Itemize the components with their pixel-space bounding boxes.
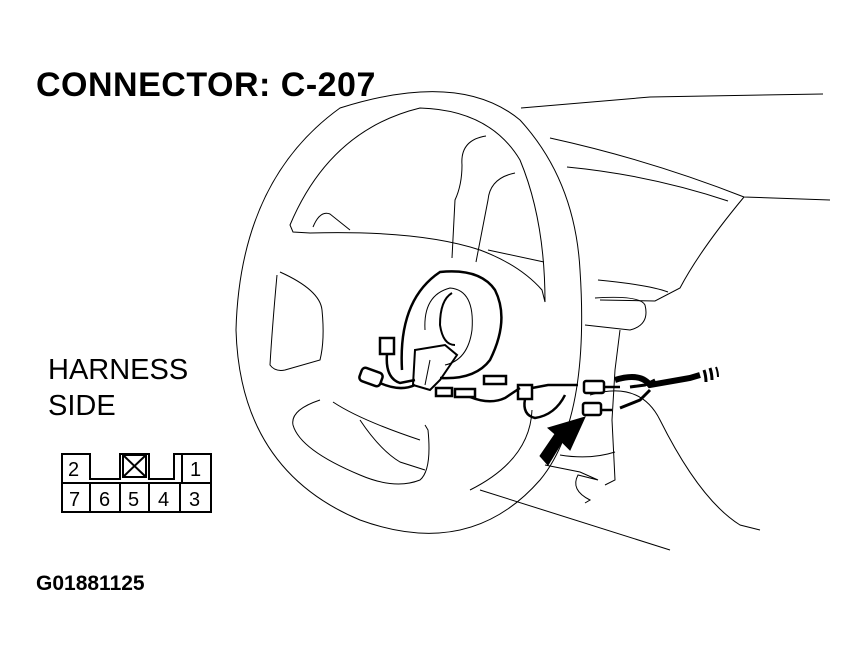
pin-2-label: 2 — [68, 459, 80, 481]
pin-7-label: 7 — [69, 489, 81, 511]
pin-1-label: 1 — [190, 459, 202, 481]
harness-label-line1: HARNESS — [48, 354, 189, 386]
wiring-harness — [358, 336, 719, 420]
locator-arrow — [539, 416, 586, 466]
pin-6-label: 6 — [99, 489, 111, 511]
instrument-panel-outline — [479, 93, 831, 551]
steering-wheel — [235, 91, 583, 534]
connector-face-outline — [61, 453, 212, 513]
harness-label-line2: SIDE — [48, 390, 116, 422]
pin-5-label: 5 — [128, 489, 140, 511]
harness-side-label: HARNESS SIDE — [48, 352, 188, 424]
connector-pinout: 2 1 7 6 5 4 3 — [61, 453, 212, 513]
figure-id: G01881125 — [36, 572, 145, 595]
blank-cavity — [122, 454, 147, 478]
pin-3-label: 3 — [189, 489, 201, 511]
diagram-title: CONNECTOR: C-207 — [36, 66, 376, 104]
pin-4-label: 4 — [158, 489, 170, 511]
clock-spring — [400, 270, 503, 392]
